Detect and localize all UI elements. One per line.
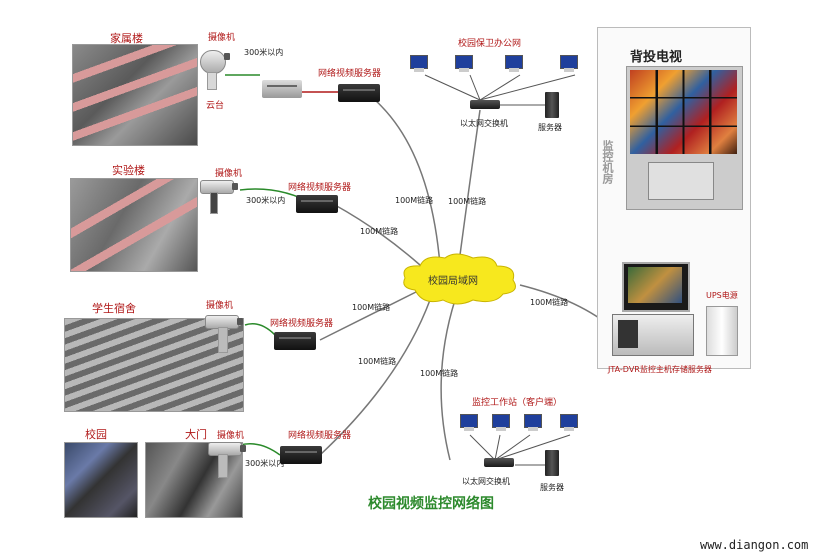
dvr-monitor-screen <box>628 267 682 303</box>
ups-unit[interactable] <box>706 306 738 356</box>
server-bottom-label: 服务器 <box>540 483 564 492</box>
link-label-6: 100M链路 <box>420 369 459 378</box>
camera-label-4: 摄像机 <box>217 431 245 441</box>
workstation-pc-1[interactable] <box>460 414 478 432</box>
tv-wall-title: 背投电视 <box>630 50 683 65</box>
link-label-4: 100M链路 <box>358 357 397 366</box>
line-switchbot-pc4 <box>494 434 571 461</box>
line-switchbot-pc2 <box>494 434 501 461</box>
student-dorm-photo <box>64 318 244 412</box>
camera-label-2: 摄像机 <box>215 169 243 179</box>
camera-3-mount <box>218 327 228 353</box>
campus-lan-label: 校园局域网 <box>428 276 478 287</box>
link-label-7: 100M链路 <box>530 298 569 307</box>
tv-screens <box>630 70 737 154</box>
camera-4-mount <box>218 454 228 478</box>
camera-2-mount <box>210 192 218 214</box>
ethernet-switch-bottom-label: 以太网交换机 <box>462 477 510 486</box>
server-top-label: 服务器 <box>538 123 562 132</box>
encoder-device-1[interactable] <box>262 80 302 98</box>
camera-label-3: 摄像机 <box>206 301 234 311</box>
line-cloud-to-switch-bottom <box>440 299 456 461</box>
dvr-host-label: JTA-DVR监控主机存储服务器 <box>608 365 712 374</box>
site-label-campus: 校园 <box>85 428 107 441</box>
distance-label-2: 300米以内 <box>246 196 286 205</box>
link-label-1: 100M链路 <box>395 196 434 205</box>
line-server4-to-cloud <box>319 299 431 456</box>
campus-photo <box>64 442 138 518</box>
workstation-pc-2[interactable] <box>492 414 510 432</box>
dormitory-photo <box>72 44 198 146</box>
site-label-student-dorm: 学生宿舍 <box>92 302 136 315</box>
link-label-3: 100M链路 <box>352 303 391 312</box>
office-pc-4[interactable] <box>560 55 578 73</box>
video-server-1[interactable] <box>338 84 380 102</box>
campus-lan-cloud <box>403 253 516 305</box>
video-server-label-4: 网络视频服务器 <box>288 431 352 441</box>
line-cam4-to-server4 <box>239 443 281 456</box>
line-switchbot-pc3 <box>494 434 531 461</box>
ethernet-switch-bottom[interactable] <box>484 458 514 467</box>
ethernet-switch-top[interactable] <box>470 100 500 109</box>
lab-photo <box>70 178 198 272</box>
site-label-gate: 大门 <box>185 428 207 441</box>
ethernet-switch-top-label: 以太网交换机 <box>460 119 508 128</box>
video-server-label-2: 网络视频服务器 <box>288 183 352 193</box>
video-server-label-1: 网络视频服务器 <box>318 69 382 79</box>
line-cam3-to-server3 <box>244 323 276 336</box>
distance-label-1: 300米以内 <box>244 48 284 57</box>
tv-cabinet <box>648 162 714 200</box>
server-top[interactable] <box>545 92 559 118</box>
video-server-3[interactable] <box>274 332 316 350</box>
line-switchtop-pc3 <box>479 74 521 101</box>
site-label-dormitory: 家属楼 <box>110 32 143 45</box>
workstation-pc-4[interactable] <box>560 414 578 432</box>
video-server-4[interactable] <box>280 446 322 464</box>
office-pc-1[interactable] <box>410 55 428 73</box>
video-server-2[interactable] <box>296 195 338 213</box>
monitor-room-label: 监控机房 <box>601 140 614 184</box>
workstation-pc-3[interactable] <box>524 414 542 432</box>
pan-tilt-base-1 <box>207 72 217 90</box>
ups-label: UPS电源 <box>706 291 738 300</box>
line-server3-to-cloud <box>319 289 421 341</box>
link-label-5: 100M链路 <box>448 197 487 206</box>
line-switchtop-pc2 <box>469 74 481 101</box>
line-switchtop-pc4 <box>479 74 576 101</box>
site-label-lab: 实验楼 <box>112 164 145 177</box>
diagram-title: 校园视频监控网络图 <box>368 496 494 512</box>
line-switchbot-pc1 <box>469 434 496 461</box>
camera-label-1: 摄像机 <box>208 33 236 43</box>
office-pc-2[interactable] <box>455 55 473 73</box>
camera-1[interactable] <box>200 50 230 74</box>
line-switchtop-pc1 <box>424 74 481 101</box>
workstation-label: 监控工作站（客户端） <box>472 398 563 408</box>
line-server1-to-cloud <box>374 99 441 266</box>
dvr-host-box-front <box>618 320 638 348</box>
office-label: 校园保卫办公网 <box>458 39 522 49</box>
video-server-label-3: 网络视频服务器 <box>270 319 334 329</box>
link-label-2: 100M链路 <box>360 227 399 236</box>
line-cloud-to-switch-top <box>459 109 481 256</box>
server-bottom[interactable] <box>545 450 559 476</box>
distance-label-4: 300米以内 <box>245 459 285 468</box>
line-server2-to-cloud <box>334 204 421 266</box>
watermark: www.diangon.com <box>700 538 809 552</box>
office-pc-3[interactable] <box>505 55 523 73</box>
pan-tilt-label: 云台 <box>206 101 225 111</box>
